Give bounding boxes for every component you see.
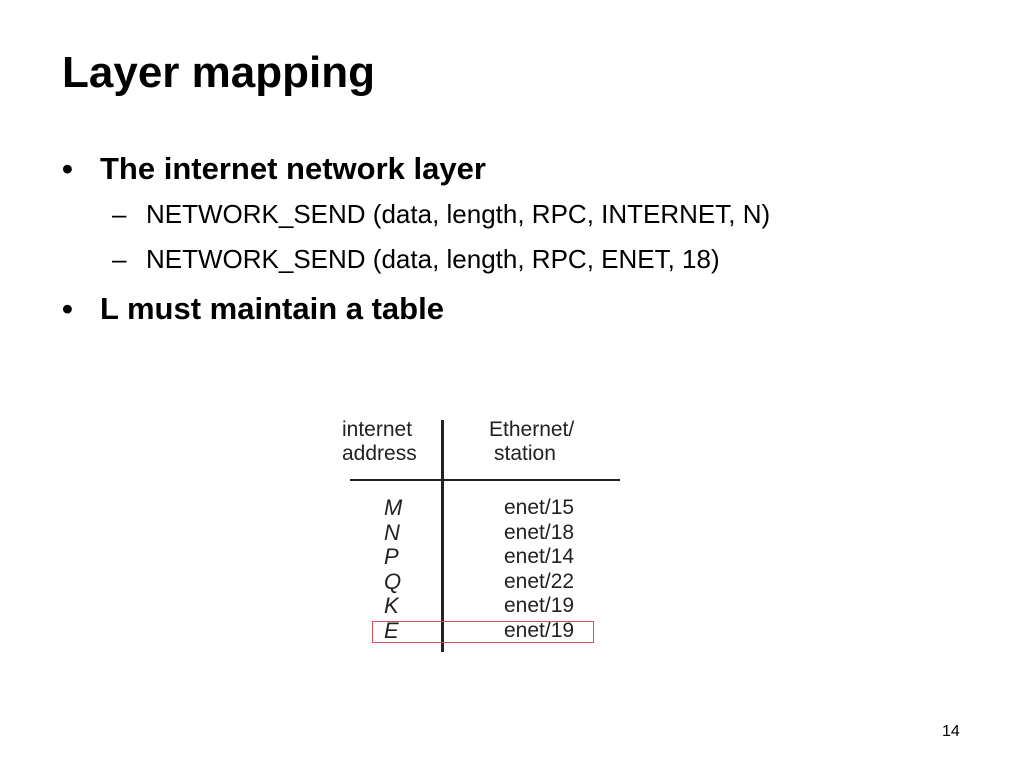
slide-title: Layer mapping bbox=[62, 48, 375, 97]
cell-station: enet/18 bbox=[504, 520, 575, 544]
cell-address: M bbox=[384, 495, 403, 520]
header-line: station bbox=[494, 442, 556, 465]
bullet-list: • The internet network layer – NETWORK_S… bbox=[62, 150, 962, 327]
table-horizontal-divider bbox=[350, 479, 620, 481]
bullet-text: L must maintain a table bbox=[100, 290, 444, 326]
cell-station: enet/19 bbox=[504, 594, 575, 618]
sub-bullet-network-send-enet: – NETWORK_SEND (data, length, RPC, ENET,… bbox=[62, 244, 962, 275]
cell-address: Q bbox=[384, 568, 402, 594]
header-line: Ethernet/ bbox=[489, 418, 575, 441]
sub-bullet-text: NETWORK_SEND (data, length, RPC, INTERNE… bbox=[146, 199, 771, 230]
bullet-dot: • bbox=[62, 151, 73, 186]
table-row: K enet/19 bbox=[340, 594, 630, 619]
bullet-dot: • bbox=[62, 290, 73, 326]
bullet-maintain-table: • L must maintain a table bbox=[62, 290, 962, 327]
address-mapping-table: internet address Ethernet/ station M ene… bbox=[340, 418, 630, 658]
table-row: E enet/19 bbox=[340, 617, 630, 644]
table-vertical-divider bbox=[441, 420, 444, 652]
header-line: address bbox=[342, 442, 417, 465]
cell-address: K bbox=[384, 593, 399, 619]
sub-bullet-network-send-internet: – NETWORK_SEND (data, length, RPC, INTER… bbox=[62, 199, 962, 230]
cell-station: enet/22 bbox=[504, 569, 575, 593]
bullet-text: The internet network layer bbox=[100, 151, 486, 186]
cell-station: enet/15 bbox=[504, 496, 575, 519]
cell-station: enet/19 bbox=[504, 618, 575, 642]
table-row: P enet/14 bbox=[340, 545, 630, 570]
table-row: N enet/18 bbox=[340, 519, 630, 546]
table-row: Q enet/22 bbox=[340, 568, 630, 595]
cell-address: P bbox=[384, 544, 399, 570]
header-line: internet bbox=[342, 418, 413, 441]
cell-address: E bbox=[384, 617, 399, 643]
highlighted-row-box bbox=[372, 621, 594, 643]
header-internet-address: internet address bbox=[342, 418, 417, 466]
table-rows: M enet/15 N enet/18 P enet/14 Q enet/22 … bbox=[340, 496, 630, 644]
cell-address: N bbox=[384, 519, 400, 545]
bullet-internet-network-layer: • The internet network layer bbox=[62, 150, 962, 187]
sub-bullet-dash: – bbox=[112, 199, 127, 230]
cell-station: enet/14 bbox=[504, 545, 575, 569]
sub-bullet-dash: – bbox=[112, 244, 127, 275]
table-row: M enet/15 bbox=[340, 496, 630, 521]
page-number: 14 bbox=[942, 723, 960, 740]
sub-bullet-text: NETWORK_SEND (data, length, RPC, ENET, 1… bbox=[146, 244, 720, 275]
header-ethernet-station: Ethernet/ station bbox=[489, 418, 574, 466]
